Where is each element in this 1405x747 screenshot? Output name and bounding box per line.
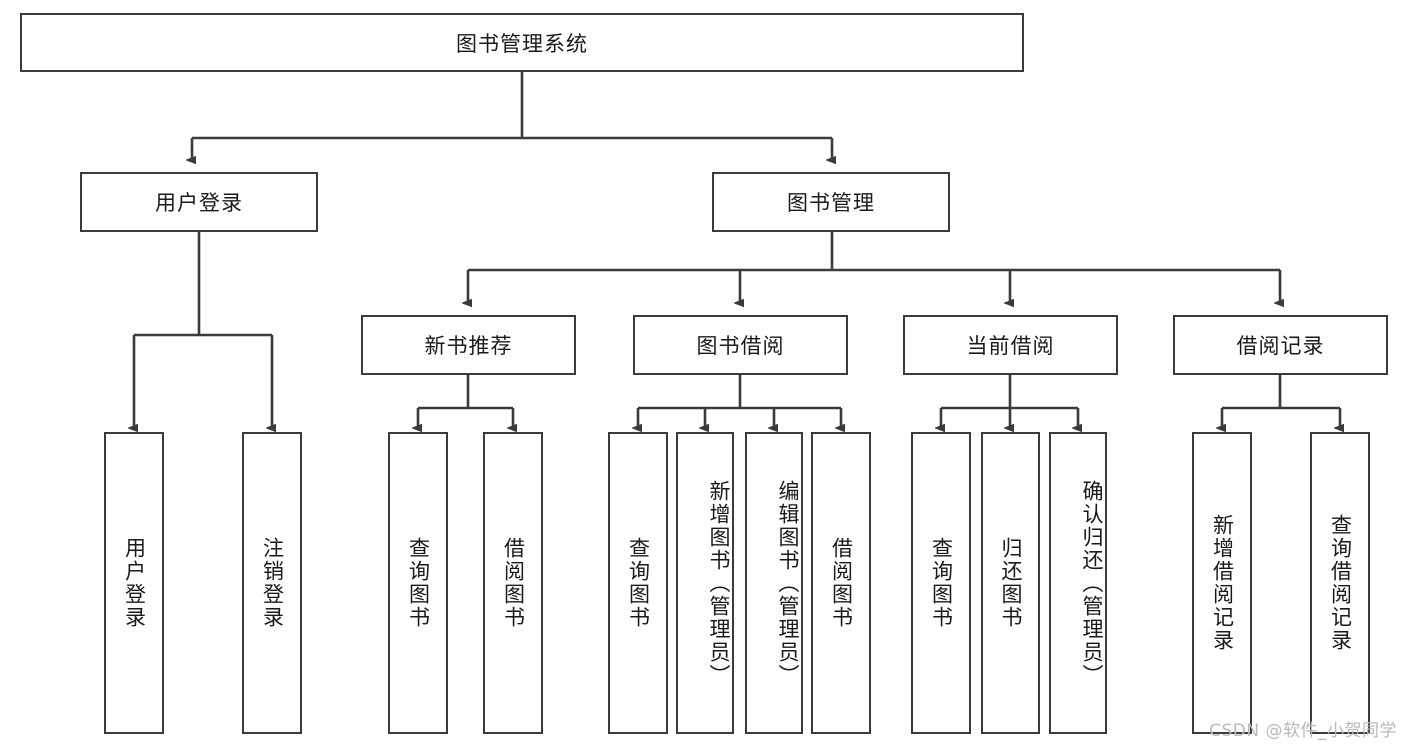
node-root-system[interactable]: 图书管理系统 — [20, 13, 1024, 72]
leaf-query-record[interactable]: 查询借阅记录 — [1310, 432, 1370, 734]
node-book-borrow[interactable]: 图书借阅 — [633, 315, 848, 375]
leaf-user-login-label: 用户登录 — [122, 537, 147, 629]
leaf-return-book-label: 归还图书 — [998, 537, 1023, 629]
node-current-borrow-label: 当前借阅 — [966, 334, 1055, 358]
leaf-query-book-1[interactable]: 查询图书 — [388, 432, 448, 734]
leaf-borrow-book-2-label: 借阅图书 — [829, 537, 854, 629]
leaf-add-book[interactable]: 新增图书（管理员） — [676, 432, 734, 734]
leaf-user-logout-label: 注销登录 — [260, 537, 285, 629]
leaf-query-book-1-label: 查询图书 — [406, 537, 431, 629]
node-root-system-label: 图书管理系统 — [456, 31, 588, 56]
csdn-watermark: CSDN @软件_小贺同学 — [1209, 721, 1397, 741]
leaf-confirm-return[interactable]: 确认归还（管理员） — [1049, 432, 1107, 734]
node-new-book-recommend[interactable]: 新书推荐 — [361, 315, 576, 375]
leaf-user-logout[interactable]: 注销登录 — [242, 432, 302, 734]
node-user-login-label: 用户登录 — [155, 191, 243, 215]
leaf-return-book[interactable]: 归还图书 — [981, 432, 1040, 734]
leaf-user-login[interactable]: 用户登录 — [104, 432, 164, 734]
node-borrow-record[interactable]: 借阅记录 — [1173, 315, 1388, 375]
leaf-borrow-book-1-label: 借阅图书 — [501, 537, 526, 629]
leaf-edit-book-label: 编辑图书（管理员） — [776, 479, 800, 687]
node-current-borrow[interactable]: 当前借阅 — [903, 315, 1118, 375]
leaf-query-book-3-label: 查询图书 — [929, 537, 954, 629]
leaf-add-record-label: 新增借阅记录 — [1210, 514, 1235, 652]
leaf-query-record-label: 查询借阅记录 — [1328, 514, 1353, 652]
leaf-query-book-2[interactable]: 查询图书 — [608, 432, 668, 734]
node-borrow-record-label: 借阅记录 — [1236, 334, 1325, 358]
node-new-book-recommend-label: 新书推荐 — [424, 334, 513, 358]
leaf-query-book-2-label: 查询图书 — [626, 537, 651, 629]
leaf-borrow-book-2[interactable]: 借阅图书 — [811, 432, 871, 734]
leaf-borrow-book-1[interactable]: 借阅图书 — [483, 432, 543, 734]
leaf-add-book-label: 新增图书（管理员） — [707, 479, 731, 687]
node-book-manage[interactable]: 图书管理 — [712, 172, 950, 232]
node-user-login[interactable]: 用户登录 — [80, 172, 318, 232]
leaf-query-book-3[interactable]: 查询图书 — [911, 432, 971, 734]
leaf-add-record[interactable]: 新增借阅记录 — [1192, 432, 1252, 734]
node-book-manage-label: 图书管理 — [787, 191, 875, 215]
leaf-edit-book[interactable]: 编辑图书（管理员） — [745, 432, 803, 734]
leaf-confirm-return-label: 确认归还（管理员） — [1080, 479, 1104, 687]
node-book-borrow-label: 图书借阅 — [696, 334, 785, 358]
